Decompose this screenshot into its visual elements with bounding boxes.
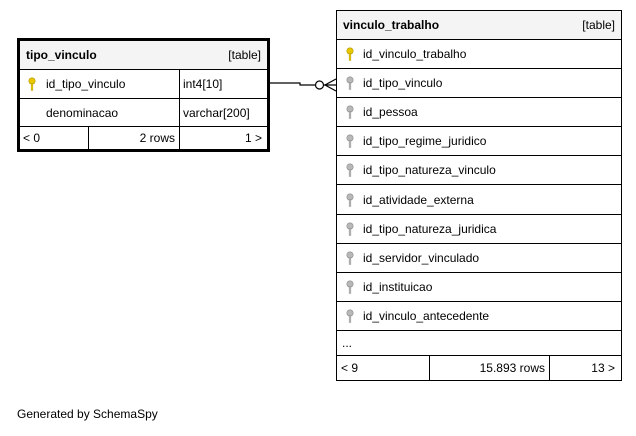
foreign-key-icon (346, 309, 354, 323)
row-count-cell: 2 rows (89, 127, 180, 149)
column-row[interactable]: id_instituicao (337, 273, 621, 302)
column-row[interactable]: id_atividade_externa (337, 186, 621, 215)
optional-marker (314, 80, 325, 90)
column-row[interactable]: id_tipo_natureza_vinculo (337, 156, 621, 186)
parents-count-cell[interactable]: < 9 (337, 356, 430, 380)
column-name: id_pessoa (363, 105, 418, 120)
column-name: denominacao (46, 105, 119, 120)
table-name: tipo_vinculo (26, 48, 97, 62)
more-columns: ... (342, 336, 353, 350)
column-name: id_vinculo_trabalho (363, 47, 467, 62)
column-row[interactable]: id_tipo_vinculo int4[10] (20, 70, 267, 99)
foreign-key-icon (346, 222, 354, 236)
generated-by-footer: Generated by SchemaSpy (17, 407, 158, 421)
crowfoot-marker (323, 78, 337, 92)
foreign-key-icon (346, 280, 354, 294)
column-row[interactable]: denominacao varchar[200] (20, 99, 267, 127)
table-header: tipo_vinculo [table] (20, 41, 267, 70)
row-count: 15.893 rows (479, 361, 545, 375)
column-name-cell: denominacao (20, 99, 180, 126)
column-name: id_tipo_vinculo (363, 76, 443, 91)
column-type: varchar[200] (183, 105, 250, 120)
column-name: id_instituicao (363, 279, 433, 294)
more-columns-row: ... (337, 331, 621, 356)
column-name: id_vinculo_antecedente (363, 308, 490, 323)
table-name: vinculo_trabalho (343, 18, 440, 32)
children-count: 1 > (244, 131, 262, 145)
table-vinculo-trabalho[interactable]: vinculo_trabalho [table] id_vinculo_trab… (336, 10, 622, 381)
column-row[interactable]: id_vinculo_antecedente (337, 302, 621, 331)
table-type-tag: [table] (228, 48, 261, 62)
table-type-tag: [table] (582, 18, 615, 32)
parents-count: < 9 (341, 361, 359, 375)
row-count: 2 rows (139, 131, 175, 145)
column-row[interactable]: id_tipo_vinculo (337, 69, 621, 99)
foreign-key-icon (346, 193, 354, 207)
primary-key-icon (346, 47, 354, 61)
column-name: id_tipo_vinculo (46, 77, 126, 91)
column-name: id_servidor_vinculado (363, 250, 480, 265)
row-count-cell: 15.893 rows (430, 356, 550, 380)
column-name: id_tipo_natureza_juridica (363, 221, 497, 236)
foreign-key-icon (346, 251, 354, 265)
children-count-cell[interactable]: 13 > (550, 356, 621, 380)
column-name-cell: id_tipo_vinculo (20, 70, 180, 98)
foreign-key-icon (346, 105, 354, 119)
table-footer: < 9 15.893 rows 13 > (337, 356, 621, 380)
children-count-cell[interactable]: 1 > (180, 127, 267, 149)
column-row[interactable]: id_tipo_regime_juridico (337, 127, 621, 157)
column-name: id_tipo_natureza_vinculo (363, 163, 496, 178)
table-footer: < 0 2 rows 1 > (20, 127, 267, 149)
primary-key-icon (28, 77, 36, 91)
foreign-key-icon (346, 163, 354, 178)
column-type: int4[10] (183, 77, 223, 91)
parents-count: < 0 (23, 131, 41, 145)
column-name: id_tipo_regime_juridico (363, 134, 487, 149)
foreign-key-icon (346, 76, 354, 90)
table-header: vinculo_trabalho [table] (337, 11, 621, 40)
foreign-key-icon (346, 134, 354, 149)
column-type-cell: int4[10] (180, 70, 267, 98)
children-count: 13 > (591, 361, 615, 375)
column-row[interactable]: id_vinculo_trabalho (337, 40, 621, 70)
column-name: id_atividade_externa (363, 192, 474, 207)
column-row[interactable]: id_tipo_natureza_juridica (337, 215, 621, 244)
parents-count-cell[interactable]: < 0 (20, 127, 89, 149)
column-row[interactable]: id_pessoa (337, 98, 621, 128)
column-type-cell: varchar[200] (180, 99, 267, 126)
column-row[interactable]: id_servidor_vinculado (337, 244, 621, 273)
table-tipo-vinculo[interactable]: tipo_vinculo [table] id_tipo_vinculo int… (17, 38, 270, 152)
